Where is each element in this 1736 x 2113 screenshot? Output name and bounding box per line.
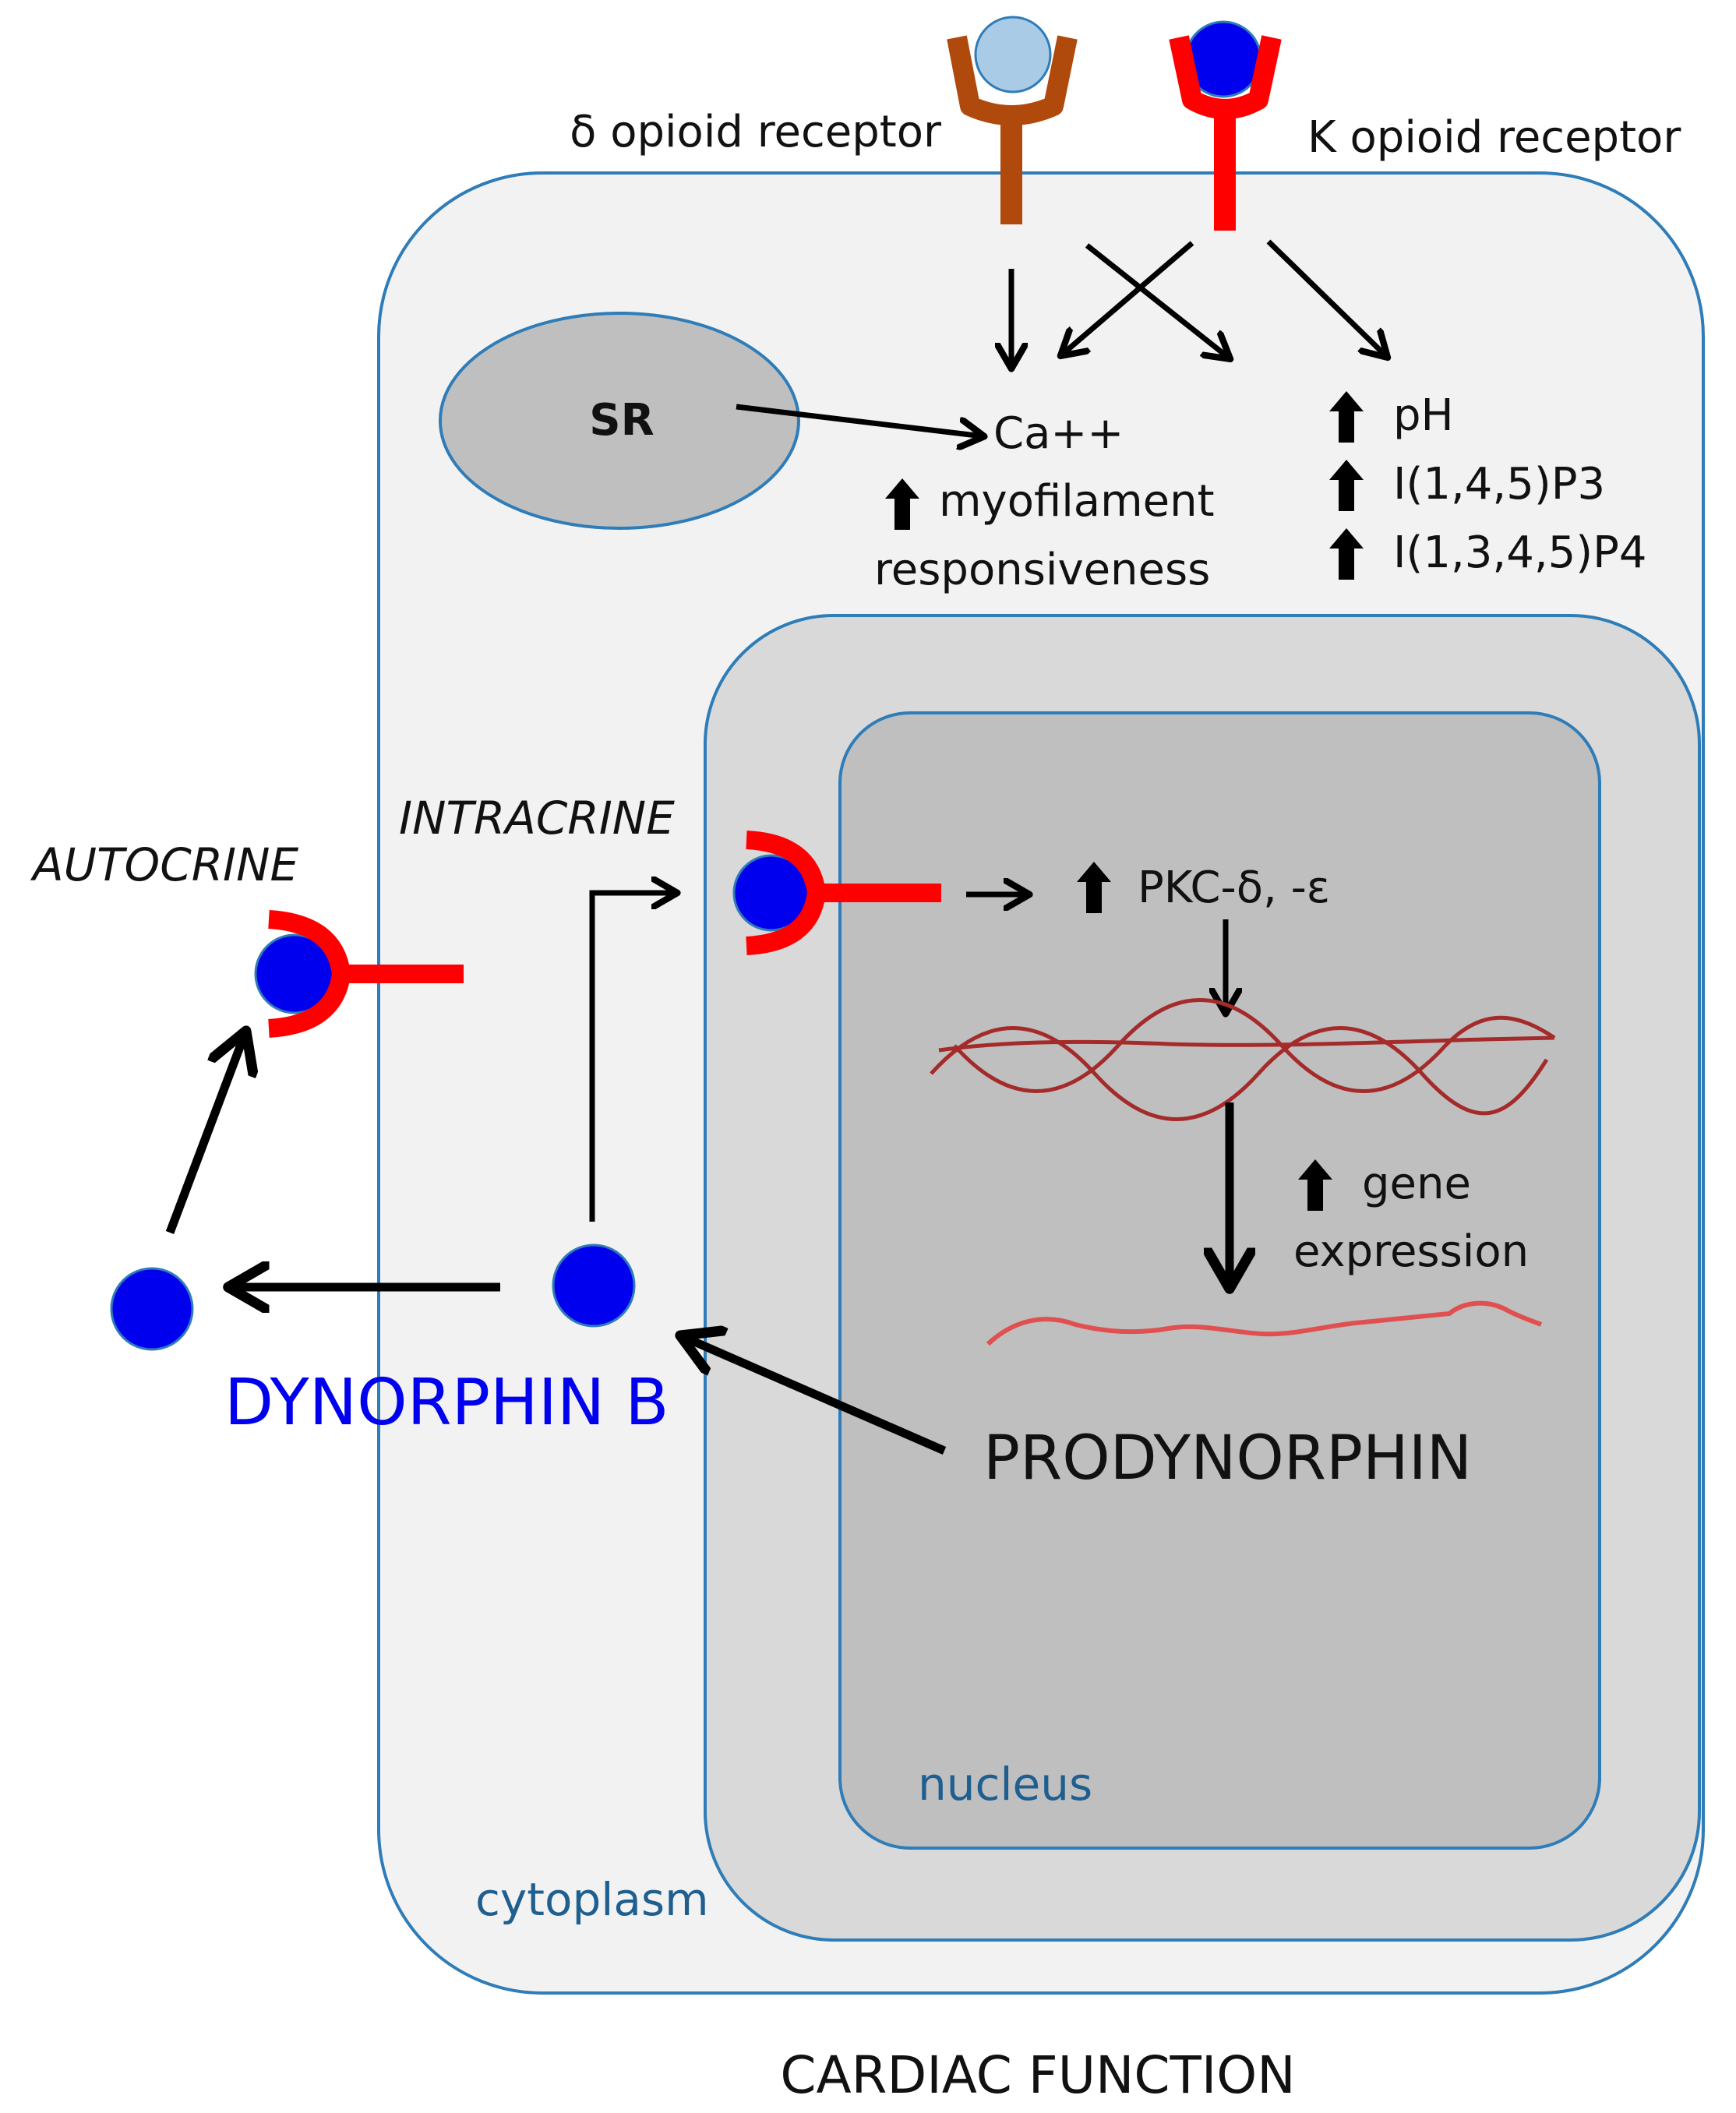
- light-ligand-icon: [974, 16, 1052, 93]
- cardiac-function-label: CARDIAC FUNCTION: [780, 2045, 1295, 2105]
- kappa-opioid-receptor-icon: [1169, 20, 1282, 231]
- responsiveness-label: responsiveness: [874, 545, 1210, 595]
- sr-label: SR: [589, 395, 654, 446]
- gene-label: gene: [1362, 1159, 1471, 1209]
- dynorphin-b-label: DYNORPHIN B: [224, 1366, 669, 1440]
- myofilament-label: myofilament: [939, 476, 1215, 527]
- intracrine-label: INTRACRINE: [399, 792, 675, 845]
- dynorphin-to-intracrine-arrow: [589, 893, 676, 1222]
- kappa-to-ph-arrow: [1266, 239, 1387, 357]
- ip4-label: I(1,3,4,5)P4: [1393, 527, 1647, 578]
- prodynorphin-to-dynorphin-arrow: [682, 1336, 947, 1455]
- kappa-receptor-label: Κ opioid receptor: [1307, 112, 1681, 163]
- double-helix-icon: [930, 998, 1556, 1121]
- autocrine-label: AUTOCRINE: [30, 838, 299, 891]
- delta-receptor-label: δ opioid receptor: [570, 107, 942, 157]
- extracellular-dynorphin-b-icon: [110, 1267, 194, 1351]
- expression-label: expression: [1293, 1226, 1529, 1277]
- pkc-label: PKC-δ, -ε: [1138, 862, 1330, 913]
- extracellular-to-autocrine-arrow: [165, 1032, 245, 1234]
- mrna-strand: [986, 1300, 1543, 1346]
- delta-opioid-receptor-icon: [947, 16, 1078, 224]
- cytoplasm-label: cytoplasm: [475, 1873, 709, 1926]
- delta-to-ph-arrow: [1085, 243, 1230, 358]
- ph-label: pH: [1393, 390, 1454, 441]
- kappa-to-ca-arrow: [1061, 241, 1194, 355]
- nucleus-label: nucleus: [918, 1758, 1092, 1811]
- ip3-label: I(1,4,5)P3: [1393, 459, 1605, 510]
- dynorphin-b-ligand-icon: [552, 1243, 636, 1328]
- sarcoplasmic-reticulum: [439, 312, 800, 530]
- nuclear-kappa-receptor-icon: [732, 831, 941, 955]
- sr-to-ca-arrow: [736, 404, 983, 436]
- prodynorphin-label: PRODYNORPHIN: [983, 1423, 1472, 1494]
- autocrine-kappa-receptor-icon: [254, 910, 464, 1038]
- ca-label: Ca++: [993, 408, 1124, 459]
